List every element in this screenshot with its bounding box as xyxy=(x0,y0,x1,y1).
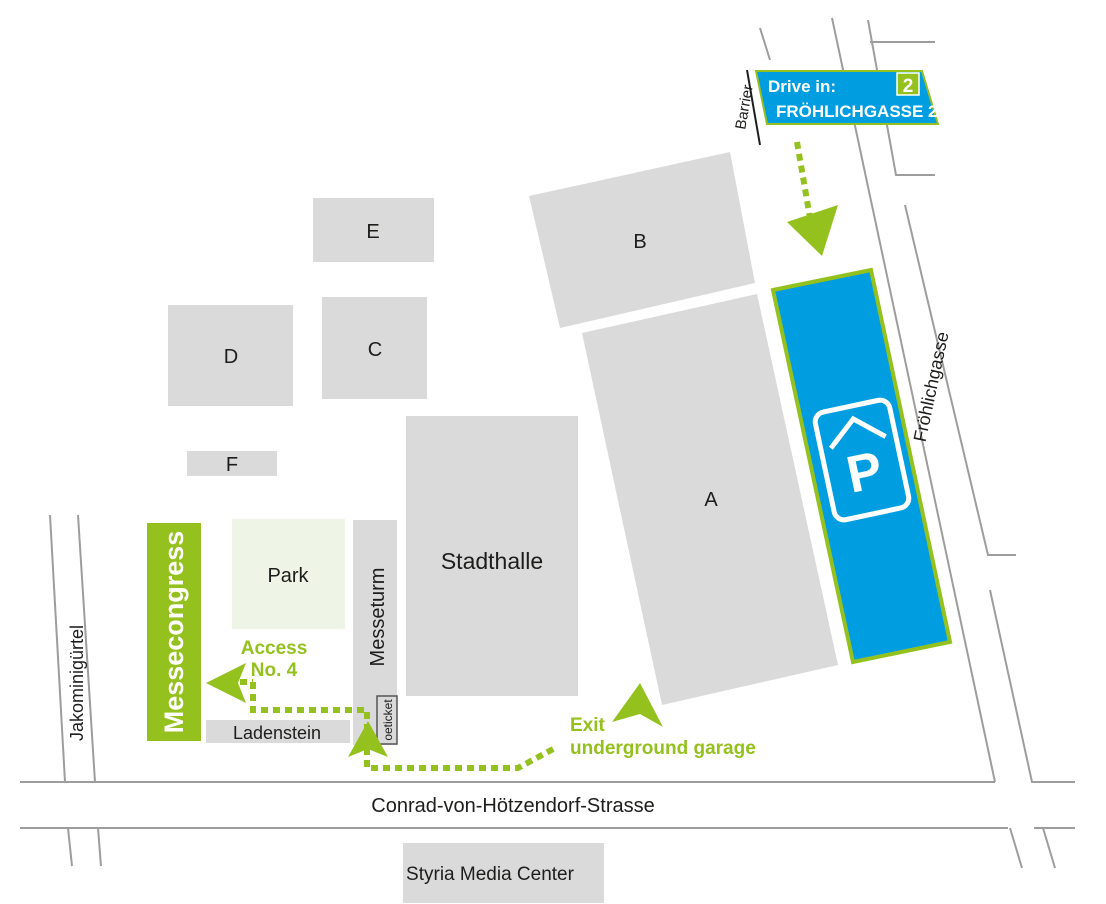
drive-in-route xyxy=(794,141,813,219)
access-line1: Access xyxy=(241,638,308,659)
messecongress-label: Messecongress xyxy=(159,531,189,734)
building-d xyxy=(168,305,293,406)
oeticket-label: oeticket xyxy=(381,699,395,741)
stadthalle xyxy=(406,416,578,696)
access-arrow-icon xyxy=(206,663,246,703)
park xyxy=(232,519,345,629)
styria-label: Styria Media Center xyxy=(406,864,575,885)
access-line2: No. 4 xyxy=(251,660,298,681)
building-c-label: C xyxy=(368,339,382,361)
parking-garage xyxy=(770,267,953,665)
building-f-label: F xyxy=(226,454,238,476)
building-e-label: E xyxy=(366,221,379,243)
building-b-label: B xyxy=(633,231,646,253)
exit-line1: Exit xyxy=(570,715,606,736)
oeticket-box xyxy=(376,695,398,745)
oeticket-arrow-icon xyxy=(348,721,388,757)
building-f xyxy=(187,451,277,476)
styria-media-center xyxy=(403,843,604,903)
building-d-label: D xyxy=(224,346,238,368)
sign-line2: FRÖHLICHGASSE 20 xyxy=(776,102,947,121)
street-conrad: Conrad-von-Hötzendorf-Strasse xyxy=(371,795,654,817)
street-jakominiguertel: Jakominigürtel xyxy=(67,625,87,741)
ladenstein xyxy=(206,720,350,743)
drive-in-arrow-icon xyxy=(787,205,838,256)
building-a xyxy=(582,294,838,705)
roads xyxy=(20,17,1075,869)
drive-in-sign xyxy=(754,70,940,125)
messeturm-label: Messeturm xyxy=(367,568,389,667)
messecongress xyxy=(147,523,201,741)
sign-number: 2 xyxy=(903,76,914,97)
exit-arrow-icon xyxy=(612,683,663,727)
building-c xyxy=(322,297,427,399)
street-froehlichgasse: Fröhlichgasse xyxy=(910,330,953,444)
ladenstein-label: Ladenstein xyxy=(233,723,321,743)
sign-line1: Drive in: xyxy=(768,77,836,96)
sign-number-badge xyxy=(896,72,920,96)
building-a-label: A xyxy=(704,489,718,511)
building-b xyxy=(529,152,755,328)
barrier-line xyxy=(746,69,761,146)
exit-line2: underground garage xyxy=(570,738,756,759)
building-e xyxy=(313,198,434,262)
barrier-label: Barrier xyxy=(732,84,757,131)
park-label: Park xyxy=(267,565,309,587)
stadthalle-label: Stadthalle xyxy=(441,548,543,574)
